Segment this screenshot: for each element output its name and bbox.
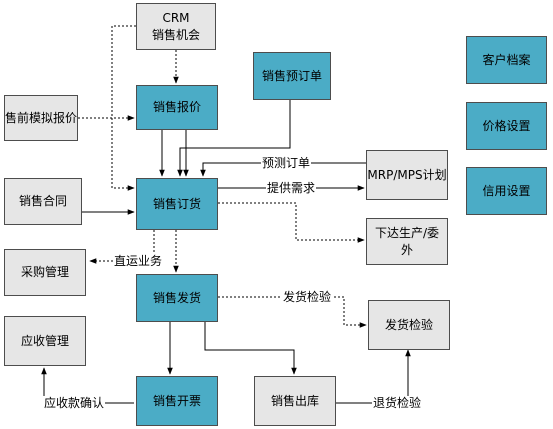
label-provide-demand: 提供需求 bbox=[266, 181, 317, 195]
edge-preorder-to-order bbox=[177, 100, 291, 177]
node-receivable-mgmt[interactable]: 应收管理 bbox=[4, 316, 86, 366]
node-sales-preorder[interactable]: 销售预订单 bbox=[253, 52, 331, 100]
node-credit-setting[interactable]: 信用设置 bbox=[466, 167, 547, 215]
edge-delivery-to-outbound bbox=[204, 322, 297, 375]
edge-delivery-to-inspection bbox=[218, 296, 367, 328]
edge-order-to-purchase bbox=[89, 230, 155, 264]
node-sales-outbound[interactable]: 销售出库 bbox=[254, 376, 336, 426]
node-sales-order[interactable]: 销售订货 bbox=[136, 178, 218, 230]
node-sales-quote[interactable]: 销售报价 bbox=[136, 85, 218, 130]
node-customer-archive[interactable]: 客户档案 bbox=[466, 36, 547, 84]
node-purchase-mgmt[interactable]: 采购管理 bbox=[4, 249, 86, 296]
node-sales-delivery[interactable]: 销售发货 bbox=[136, 274, 218, 322]
node-sales-contract[interactable]: 销售合同 bbox=[4, 178, 82, 225]
label-return-check: 退货检验 bbox=[372, 396, 423, 410]
label-forecast-order: 预测订单 bbox=[261, 156, 312, 170]
edge-crm-to-order bbox=[111, 25, 136, 191]
node-crm[interactable]: CRM 销售机会 bbox=[136, 3, 216, 50]
label-receipt-confirm: 应收款确认 bbox=[43, 396, 106, 410]
label-direct-ship: 直运业务 bbox=[113, 254, 164, 268]
node-price-setting[interactable]: 价格设置 bbox=[466, 102, 547, 150]
node-presale-quote[interactable]: 售前模拟报价 bbox=[4, 95, 78, 141]
label-delivery-check: 发货检验 bbox=[282, 290, 333, 304]
node-sales-invoice[interactable]: 销售开票 bbox=[136, 376, 218, 426]
edge-mrp-forecast bbox=[200, 162, 366, 177]
edge-order-to-production bbox=[218, 202, 365, 243]
node-mrp-mps[interactable]: MRP/MPS计划 bbox=[366, 150, 448, 200]
node-delivery-inspection[interactable]: 发货检验 bbox=[368, 300, 450, 350]
node-issue-production[interactable]: 下达生产/委外 bbox=[366, 218, 448, 265]
